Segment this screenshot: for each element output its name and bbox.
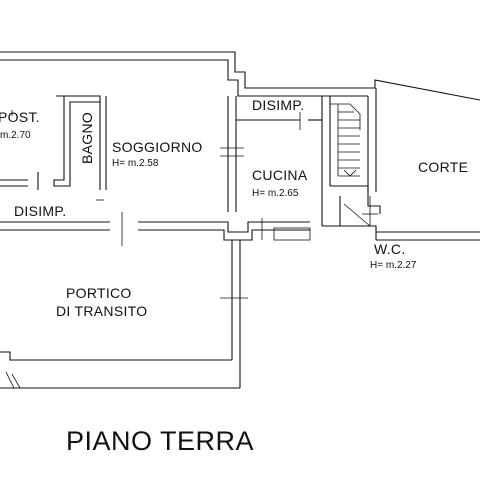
wall-markers [11, 110, 301, 299]
room-name-cucina: CUCINA [252, 167, 308, 183]
room-name-corte: CORTE [418, 159, 468, 175]
room-name-disimp-upper: DISIMP. [252, 97, 304, 113]
room-name-wc: W.C. [374, 241, 406, 257]
room-height-cucina: H= m.2.65 [252, 188, 299, 199]
room-name-ripost: POST. [0, 109, 40, 125]
room-height-soggiorno: H= m.2.58 [112, 158, 159, 169]
room-name-soggiorno: SOGGIORNO [112, 139, 203, 155]
interior-walls [0, 95, 381, 246]
sheet-title: PIANO TERRA [66, 426, 254, 456]
room-height-wc: H= m.2.27 [370, 260, 417, 271]
exterior-walls [0, 51, 480, 389]
room-name-portico: PORTICO [66, 285, 132, 301]
room-labels: POST. m.2.70 BAGNO SOGGIORNO H= m.2.58 D… [0, 97, 468, 319]
room-name-portico-2: DI TRANSITO [56, 303, 147, 319]
room-height-ripost: m.2.70 [0, 130, 31, 141]
staircase-icon [330, 103, 361, 177]
room-name-disimp-lower: DISIMP. [14, 203, 66, 219]
room-name-bagno: BAGNO [79, 112, 95, 164]
